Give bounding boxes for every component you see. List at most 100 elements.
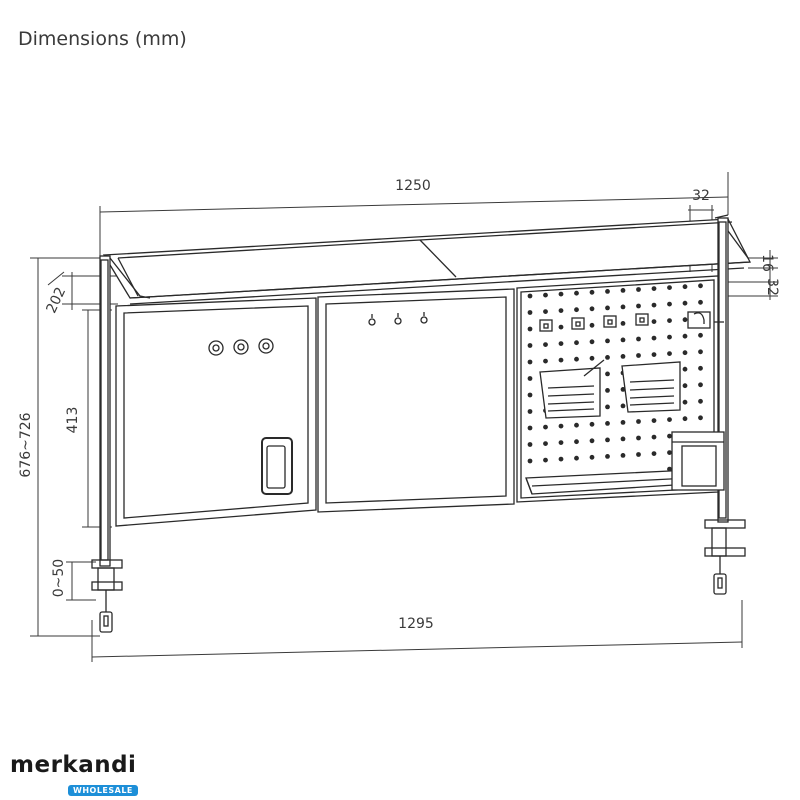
peg-hole bbox=[605, 305, 610, 311]
peg-hole bbox=[698, 365, 703, 371]
peg-hole bbox=[589, 322, 595, 328]
peg-hole bbox=[651, 418, 657, 423]
peg-hole bbox=[682, 350, 688, 356]
headphone-hook-icon bbox=[687, 311, 724, 329]
peg-hole bbox=[574, 439, 579, 445]
peg-hole bbox=[698, 398, 703, 404]
left-board bbox=[115, 297, 317, 527]
hole-offset-label: 32 bbox=[692, 188, 710, 204]
peg-hole bbox=[605, 355, 610, 360]
peg-hole bbox=[558, 357, 564, 363]
shelf-thickness-label: 16 bbox=[759, 254, 775, 272]
peg-hole bbox=[574, 340, 579, 346]
hook-icons bbox=[539, 313, 649, 332]
peg-hole bbox=[698, 382, 703, 388]
brand-tagline: WHOLESALE bbox=[68, 785, 138, 796]
middle-board bbox=[317, 288, 515, 513]
peg-hole bbox=[620, 304, 626, 310]
peg-hole bbox=[682, 333, 688, 339]
peg-hole bbox=[527, 326, 533, 332]
peg-hole bbox=[651, 319, 657, 324]
peg-hole bbox=[527, 458, 533, 464]
peg-hole bbox=[698, 299, 703, 305]
peg-hole bbox=[527, 409, 533, 414]
peg-hole bbox=[543, 309, 548, 314]
peg-hole bbox=[682, 383, 688, 389]
peg-hole bbox=[605, 338, 610, 344]
peg-hole bbox=[527, 293, 533, 299]
peg-hole bbox=[605, 404, 610, 410]
peg-hole bbox=[620, 354, 626, 359]
left-clamp bbox=[91, 559, 123, 633]
peg-hole bbox=[651, 451, 657, 456]
peg-hole bbox=[558, 291, 564, 297]
peg-hole bbox=[527, 442, 533, 447]
clamp-range-label: 0~50 bbox=[51, 559, 67, 597]
peg-hole bbox=[620, 387, 626, 392]
peg-hole bbox=[620, 420, 626, 425]
peg-hole bbox=[620, 288, 626, 293]
peg-hole bbox=[667, 450, 672, 455]
width-bottom-label: 1295 bbox=[398, 616, 434, 632]
peg-hole bbox=[527, 343, 533, 348]
peg-hole bbox=[589, 339, 595, 345]
width-top-label: 1250 bbox=[395, 178, 431, 194]
peg-hole bbox=[698, 332, 703, 338]
peg-hole bbox=[574, 290, 579, 296]
peg-hole bbox=[667, 334, 672, 340]
peg-hole bbox=[667, 301, 672, 307]
brand-name: merkandi bbox=[10, 752, 137, 778]
peg-hole bbox=[682, 317, 688, 323]
peg-hole bbox=[527, 310, 533, 315]
peg-hole bbox=[543, 424, 548, 430]
peg-hole bbox=[605, 421, 610, 426]
peg-hole bbox=[698, 349, 703, 355]
peg-hole bbox=[558, 341, 564, 346]
dimension-labels: 1250 32 16 32 202 413 676~726 0~50 1295 bbox=[18, 178, 780, 632]
peg-hole bbox=[682, 300, 688, 306]
eraser-icon bbox=[261, 437, 293, 495]
peg-hole bbox=[558, 423, 564, 429]
peg-hole bbox=[651, 335, 657, 341]
peg-hole bbox=[651, 352, 657, 357]
peg-hole bbox=[667, 318, 672, 323]
diagram-title: Dimensions (mm) bbox=[18, 28, 187, 50]
peg-hole bbox=[620, 453, 626, 458]
peg-hole bbox=[636, 353, 641, 358]
peg-hole bbox=[543, 342, 548, 347]
peg-hole bbox=[682, 399, 688, 405]
peg-hole bbox=[574, 422, 579, 428]
peg-hole bbox=[698, 283, 703, 289]
peg-hole bbox=[620, 436, 626, 442]
peg-hole bbox=[527, 359, 533, 365]
peg-hole bbox=[682, 284, 688, 290]
peg-hole bbox=[589, 289, 595, 295]
peg-hole bbox=[667, 417, 672, 422]
basket-right bbox=[621, 361, 681, 413]
peg-hole bbox=[589, 421, 595, 427]
peg-hole bbox=[543, 457, 548, 463]
peg-hole bbox=[667, 351, 672, 356]
magnet-icons bbox=[208, 338, 274, 356]
peg-hole bbox=[636, 303, 641, 309]
brand-logo: merkandi WHOLESALE bbox=[10, 752, 138, 797]
peg-hole bbox=[651, 286, 657, 291]
peg-hole bbox=[543, 358, 548, 364]
right-clamp bbox=[704, 519, 746, 595]
peg-hole bbox=[558, 324, 564, 330]
peg-hole bbox=[605, 289, 610, 294]
peg-hole bbox=[636, 336, 641, 342]
peg-hole bbox=[682, 416, 688, 422]
peg-hole bbox=[636, 435, 641, 441]
peg-hole bbox=[620, 337, 626, 343]
peg-hole bbox=[589, 454, 595, 460]
peg-hole bbox=[558, 440, 564, 445]
peg-hole bbox=[620, 321, 626, 326]
peg-hole bbox=[589, 306, 595, 312]
peg-hole bbox=[574, 455, 579, 461]
cup-holder bbox=[671, 431, 725, 491]
peg-hole bbox=[527, 376, 533, 381]
basket-left bbox=[539, 359, 605, 419]
peg-hole bbox=[620, 403, 626, 409]
